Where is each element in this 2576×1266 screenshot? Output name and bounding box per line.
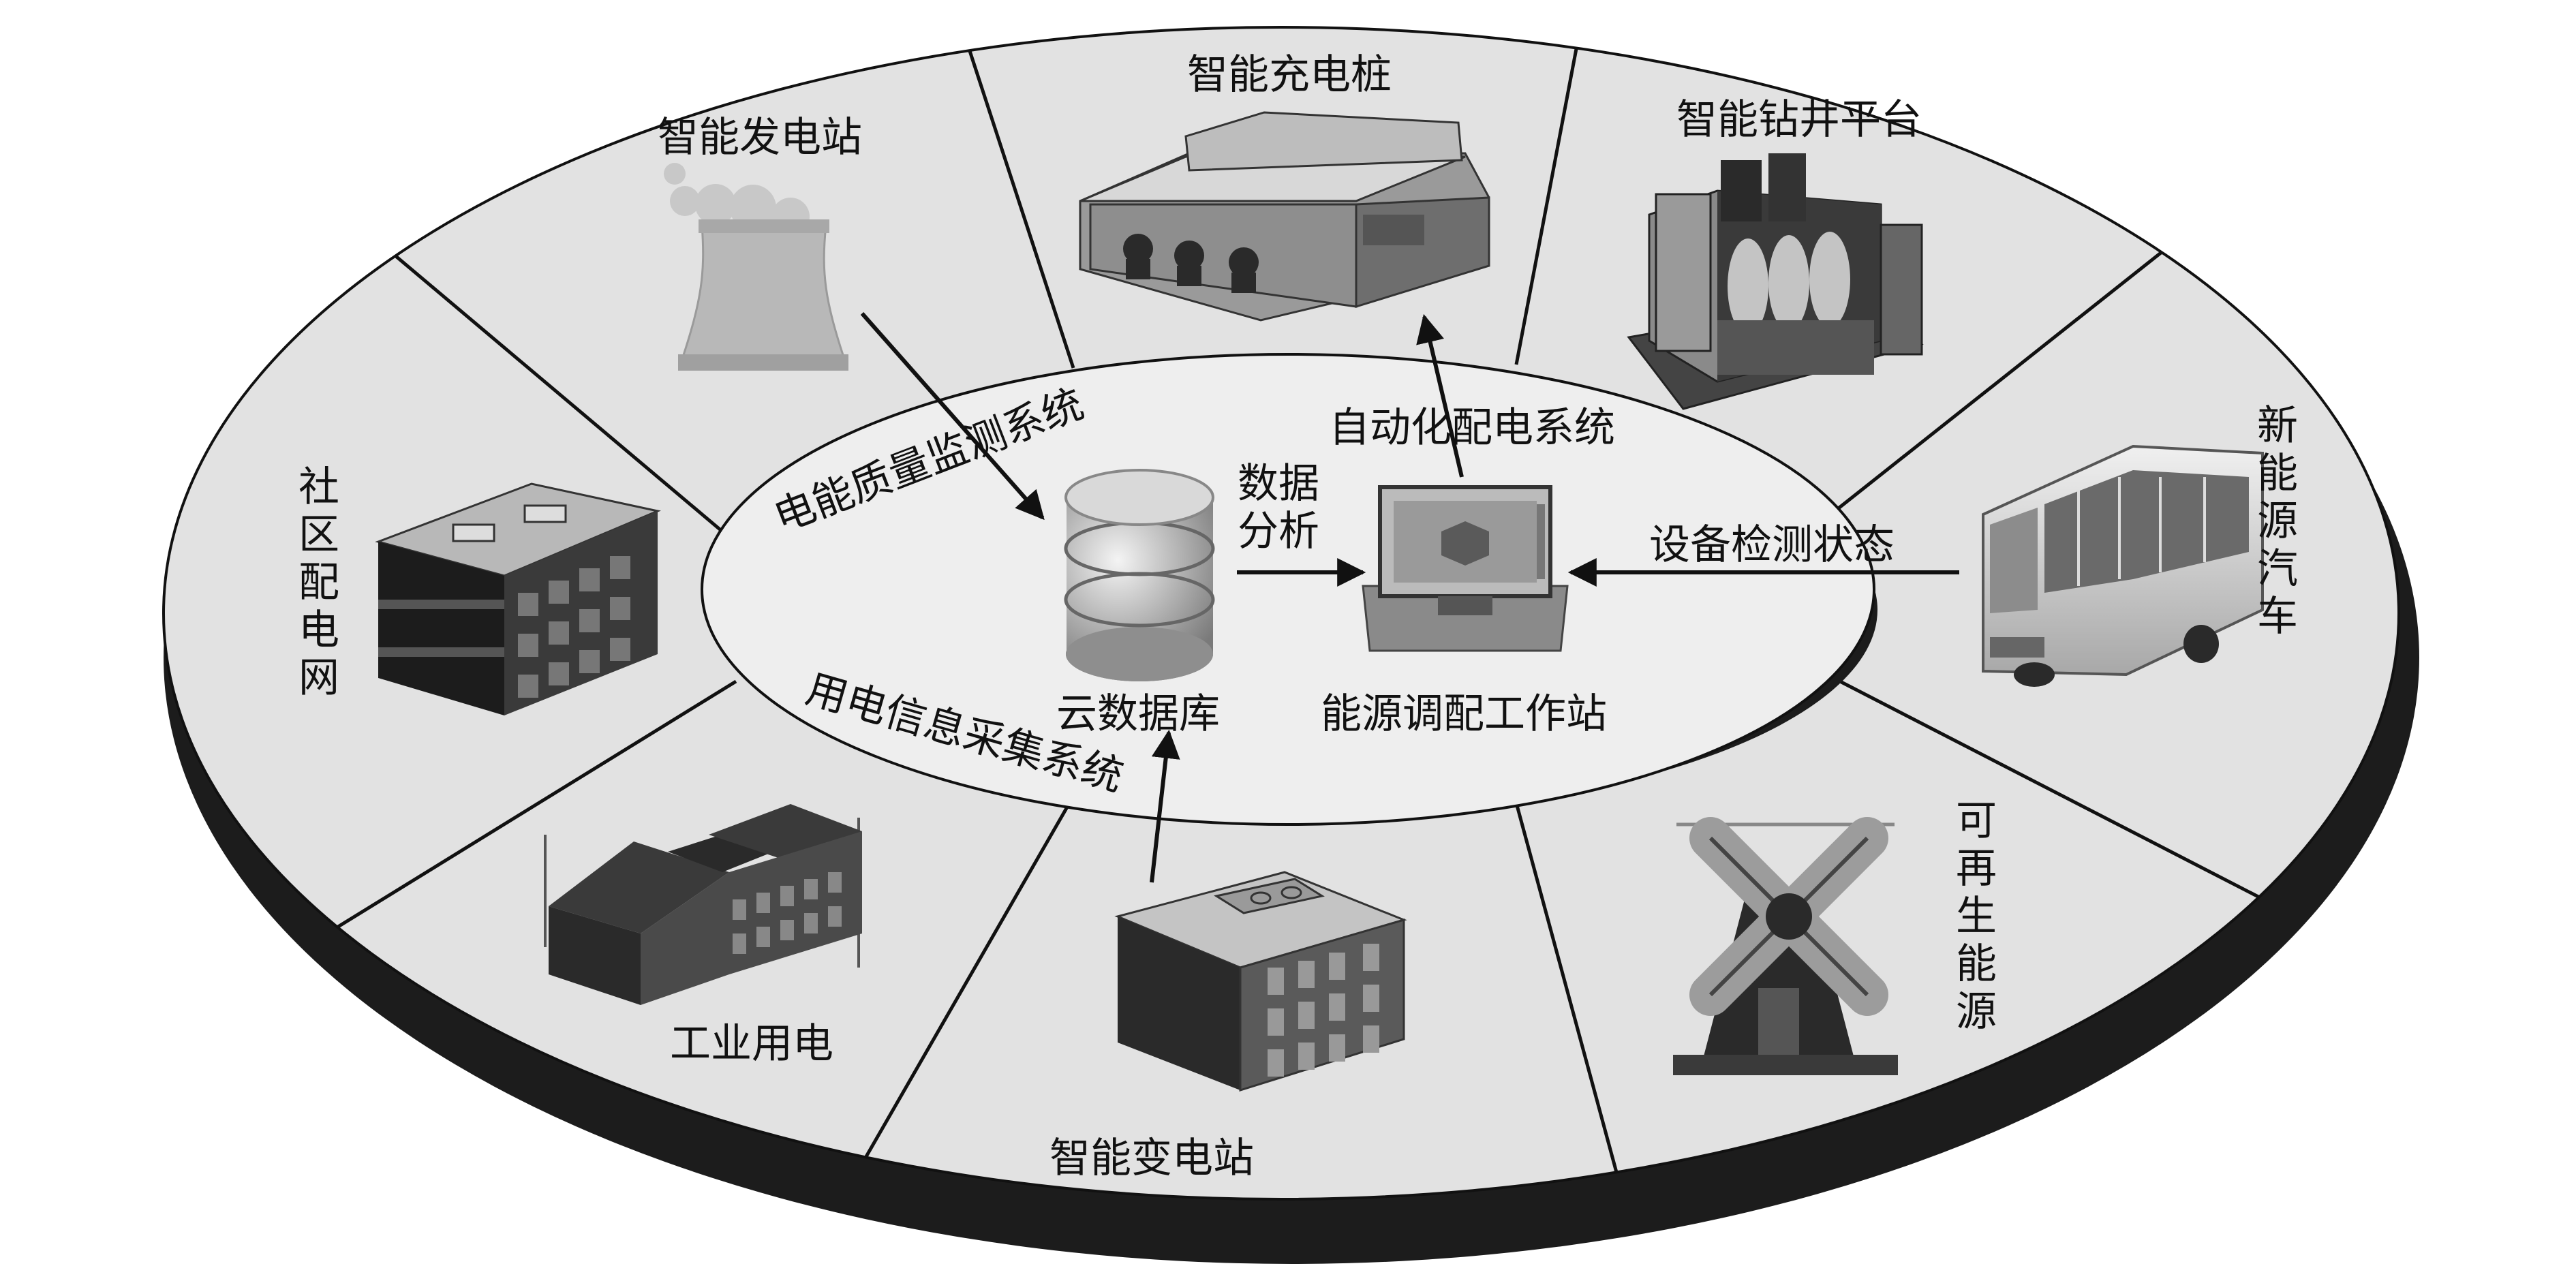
label-dispatch-station: 能源调配工作站 — [1321, 690, 1607, 738]
flow-arrows — [860, 312, 1959, 883]
label-industrial-power: 工业用电 — [670, 1020, 833, 1068]
label-community-grid-char: 区 — [298, 511, 339, 559]
label-vehicle-char: 车 — [2257, 593, 2298, 640]
label-renewable-energy: 可 再 生 能 源 — [1956, 797, 1997, 1036]
inner-platform-top — [701, 353, 1875, 826]
label-renewable-char: 生 — [1956, 893, 1997, 940]
label-renewable-char: 源 — [1956, 988, 1997, 1036]
sector-dividers — [326, 27, 2298, 1199]
label-auto-distribution-system: 自动化配电系统 — [1329, 404, 1615, 452]
label-renewable-char: 能 — [1956, 940, 1997, 988]
label-device-monitoring: 设备检测状态 — [1649, 521, 1895, 569]
label-community-grid-char: 配 — [298, 559, 339, 606]
label-data-analysis-line2: 分析 — [1238, 508, 1319, 555]
substation-icon — [1114, 871, 1407, 1092]
label-community-grid-char: 社 — [298, 463, 339, 511]
label-vehicle-char: 能 — [2257, 450, 2298, 497]
workstation-monitor-icon — [1362, 485, 1569, 652]
power-plant-icon — [664, 163, 848, 371]
label-vehicle-char: 汽 — [2257, 545, 2298, 593]
arrow-substation-to-database — [1150, 729, 1180, 883]
database-icon — [1064, 469, 1215, 681]
label-substation: 智能变电站 — [1049, 1134, 1254, 1182]
arrow-workstation-to-charging-pile — [1416, 313, 1464, 478]
label-vehicle-char: 源 — [2257, 497, 2298, 545]
label-renewable-char: 再 — [1956, 845, 1997, 893]
label-power-plant: 智能发电站 — [658, 114, 862, 161]
arrow-power-plant-to-database — [860, 312, 1045, 521]
label-vehicle-char: 新 — [2257, 402, 2298, 450]
label-community-grid: 社 区 配 电 网 — [298, 463, 339, 702]
label-community-grid-char: 电 — [298, 606, 339, 654]
drilling-platform-icon — [1627, 153, 1924, 410]
label-new-energy-vehicle: 新 能 源 汽 车 — [2257, 402, 2298, 640]
apartment-building-icon — [375, 482, 661, 715]
windmill-icon — [1673, 817, 1898, 1075]
industrial-building-icon — [544, 804, 862, 1005]
label-renewable-char: 可 — [1956, 797, 1997, 845]
label-charging-pile: 智能充电桩 — [1187, 51, 1392, 99]
label-data-analysis-line1: 数据 — [1238, 460, 1319, 508]
label-community-grid-char: 网 — [298, 654, 339, 702]
charging-pile-icon — [1079, 111, 1490, 322]
label-drilling-platform: 智能钻井平台 — [1676, 96, 1922, 144]
label-cloud-database: 云数据库 — [1056, 690, 1220, 738]
bus-icon — [1982, 444, 2264, 687]
